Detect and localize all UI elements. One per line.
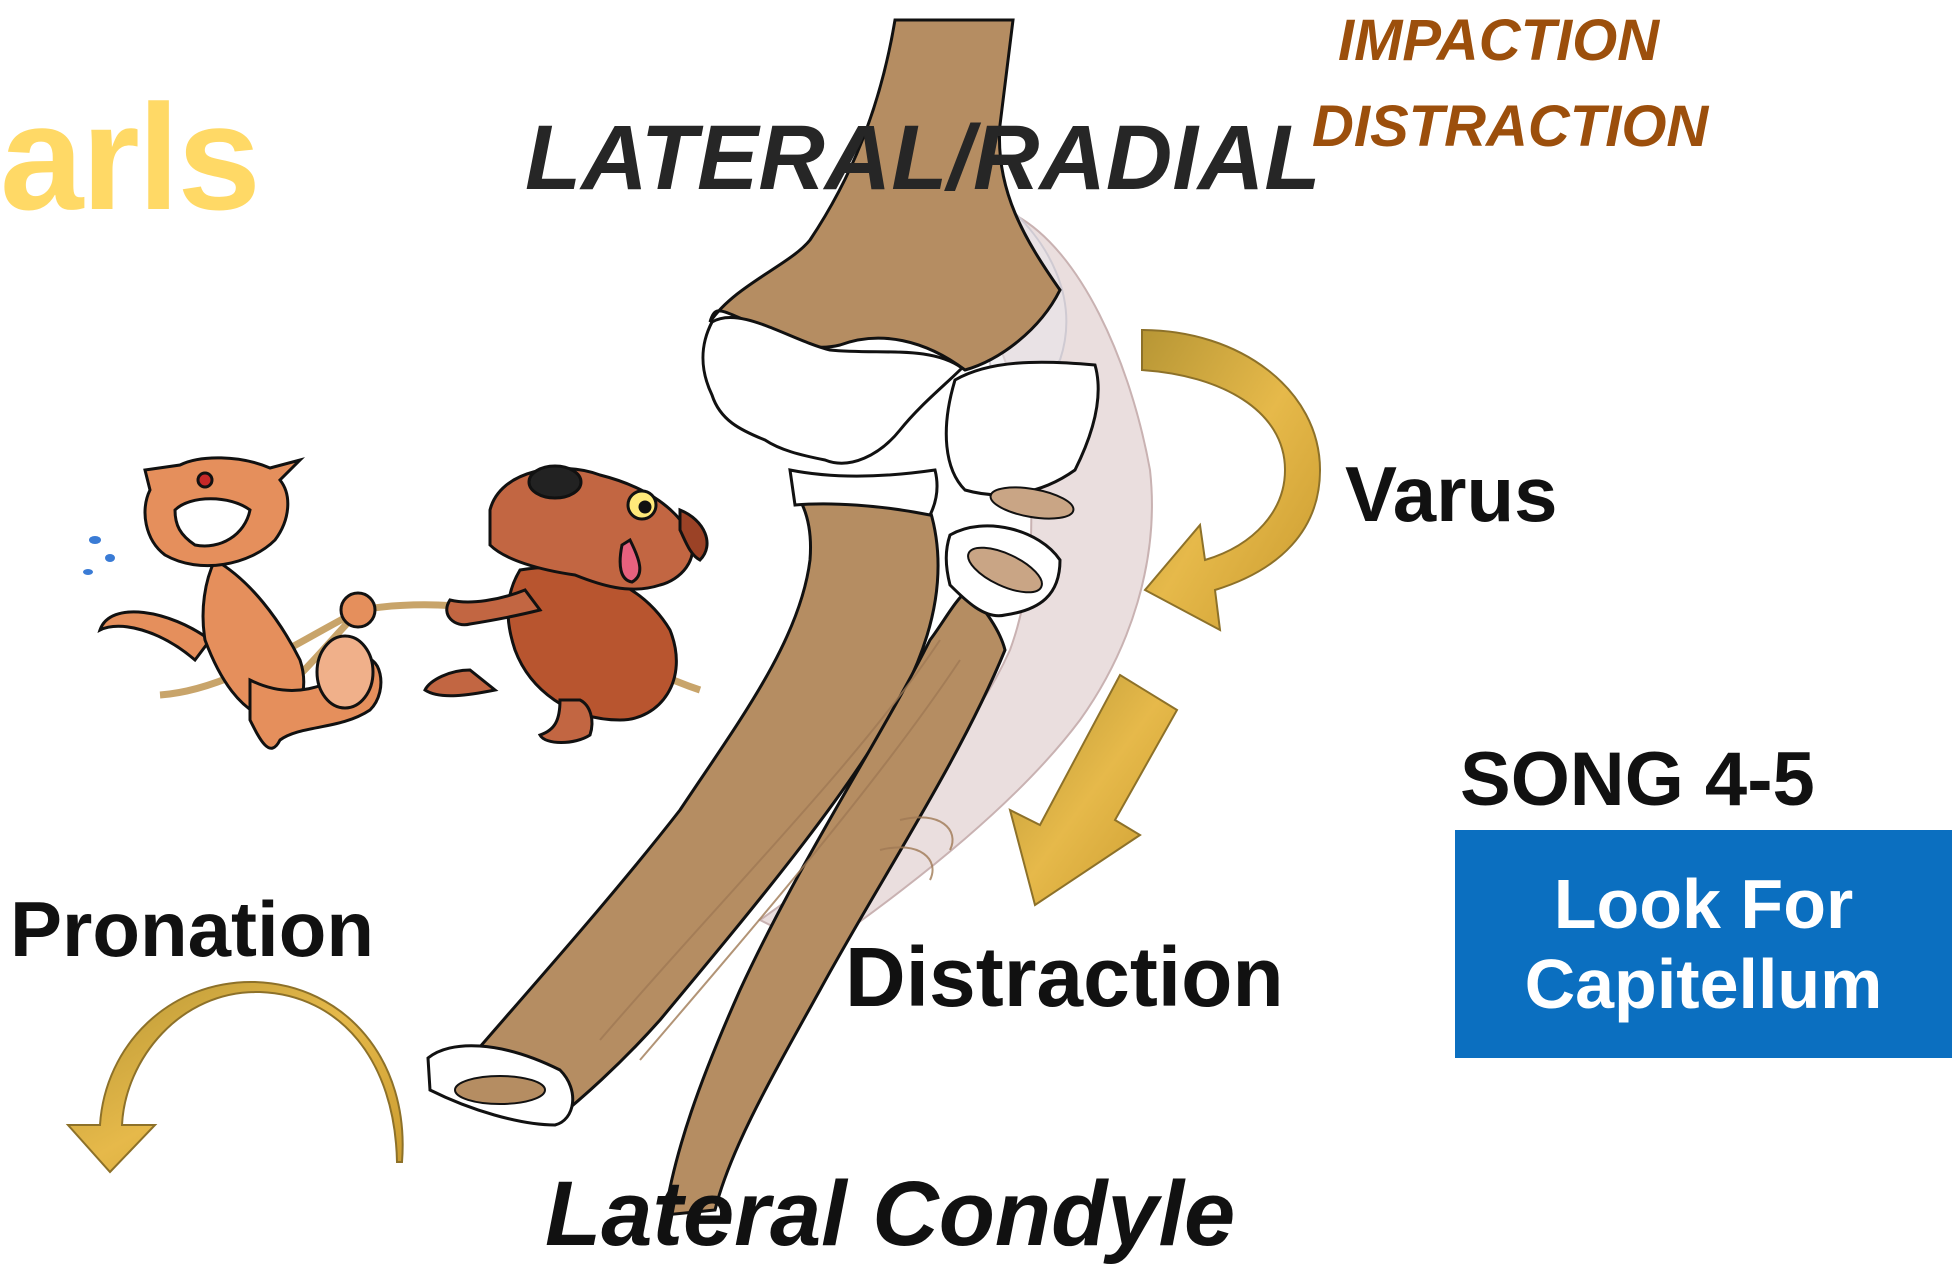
- dog-body: [508, 568, 676, 721]
- look-for-capitellum-callout: Look For Capitellum: [1455, 830, 1952, 1058]
- motion-marks: [83, 536, 115, 575]
- dog-pupil: [640, 502, 650, 512]
- lateral-condyle-title: Lateral Condyle: [545, 1168, 1235, 1260]
- cat-eye: [198, 473, 212, 487]
- dog-front-leg: [425, 670, 495, 696]
- impaction-label: IMPACTION: [1338, 12, 1659, 70]
- dog-cartoon: [425, 466, 707, 743]
- partial-title-word: arls: [0, 82, 259, 232]
- lateral-radial-title: LATERAL/RADIAL: [525, 112, 1321, 204]
- pronation-curved-arrow: [68, 982, 403, 1172]
- distraction-label: Distraction: [845, 935, 1284, 1019]
- varus-label: Varus: [1345, 455, 1557, 533]
- distraction-top-label: DISTRACTION: [1312, 98, 1708, 156]
- ulna-marrow: [455, 1076, 545, 1104]
- tug-of-war-cartoon: [83, 458, 707, 748]
- cat-paw: [341, 593, 375, 627]
- pronation-label: Pronation: [10, 890, 374, 968]
- cat-cartoon: [100, 458, 381, 748]
- dog-hind-leg: [540, 700, 592, 743]
- callout-line-1: Look For: [1554, 864, 1853, 945]
- callout-line-2: Capitellum: [1525, 944, 1883, 1025]
- cat-tail: [100, 612, 210, 660]
- song-label: SONG 4-5: [1460, 742, 1815, 818]
- dog-nose: [529, 466, 581, 498]
- varus-curved-arrow: [1142, 330, 1320, 630]
- cat-foot: [317, 636, 373, 708]
